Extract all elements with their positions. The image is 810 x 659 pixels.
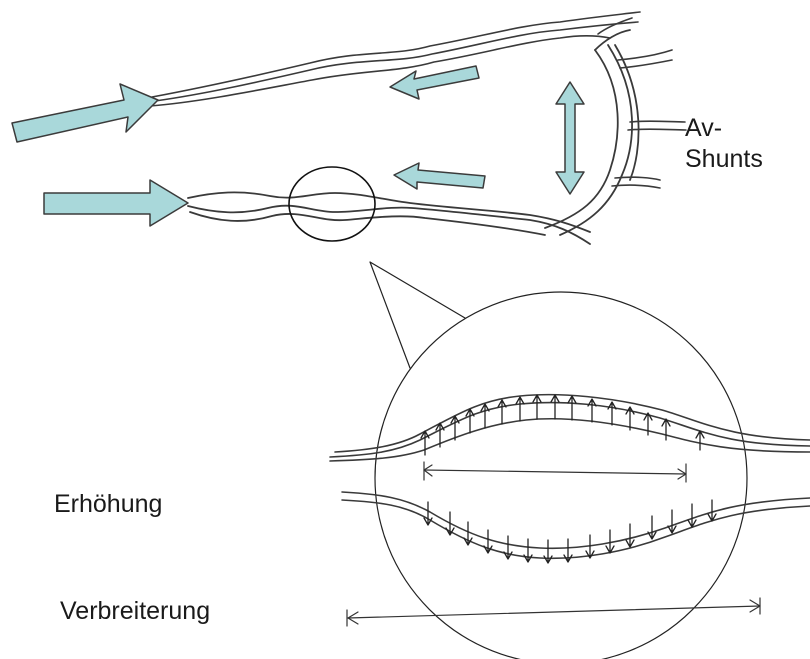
inflow-arrow-lower <box>44 180 188 226</box>
verbreiterung-label: Verbreiterung <box>60 596 210 627</box>
width-indicator-inner <box>424 462 686 482</box>
av-shunts-label-line2: Shunts <box>685 144 763 175</box>
erhoehung-label: Erhöhung <box>54 489 162 520</box>
pressure-arrows-down <box>424 500 716 563</box>
flow-arrow-lower-mid <box>394 163 485 189</box>
av-shunts-label: Av- Shunts <box>685 113 763 175</box>
widening-arrow <box>347 598 760 626</box>
flow-arrow-upper-mid <box>390 66 479 99</box>
av-shunt-double-arrow <box>556 82 584 194</box>
av-shunts-label-line1: Av- <box>685 113 763 144</box>
lower-vessel <box>188 192 590 244</box>
inflow-arrow-upper <box>12 84 158 142</box>
pressure-arrows-up <box>421 395 704 455</box>
shunt-branches <box>598 18 686 188</box>
detail-circle-small <box>289 167 375 241</box>
magnified-upper-wall <box>330 395 810 461</box>
callout-pointer <box>370 262 465 368</box>
magnified-lower-wall <box>342 492 810 558</box>
av-shunt-loop <box>545 30 639 235</box>
